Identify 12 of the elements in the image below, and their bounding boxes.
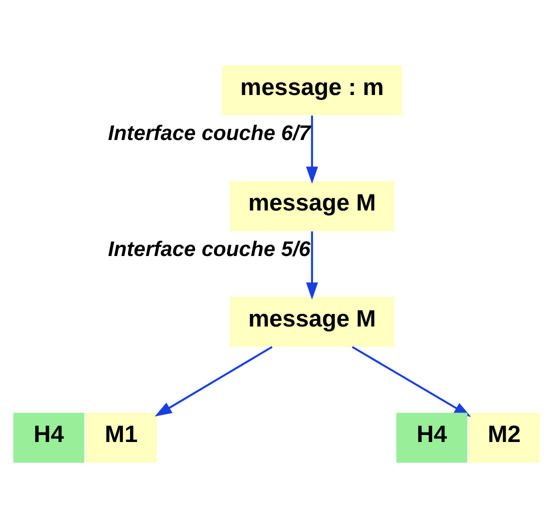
node-box: M1: [86, 412, 157, 462]
node-box: M2: [468, 412, 540, 462]
node-box: message M: [230, 296, 394, 346]
node-box: H4: [396, 412, 468, 462]
edge-label: Interface couche 5/6: [108, 237, 310, 260]
arrow: [306, 115, 318, 184]
node-box: H4: [13, 412, 84, 462]
edge-label: Interface couche 6/7: [108, 122, 310, 145]
arrow: [306, 230, 318, 300]
arrow: [154, 346, 273, 416]
node-box: message : m: [222, 64, 402, 115]
node-box: message M: [230, 180, 394, 231]
